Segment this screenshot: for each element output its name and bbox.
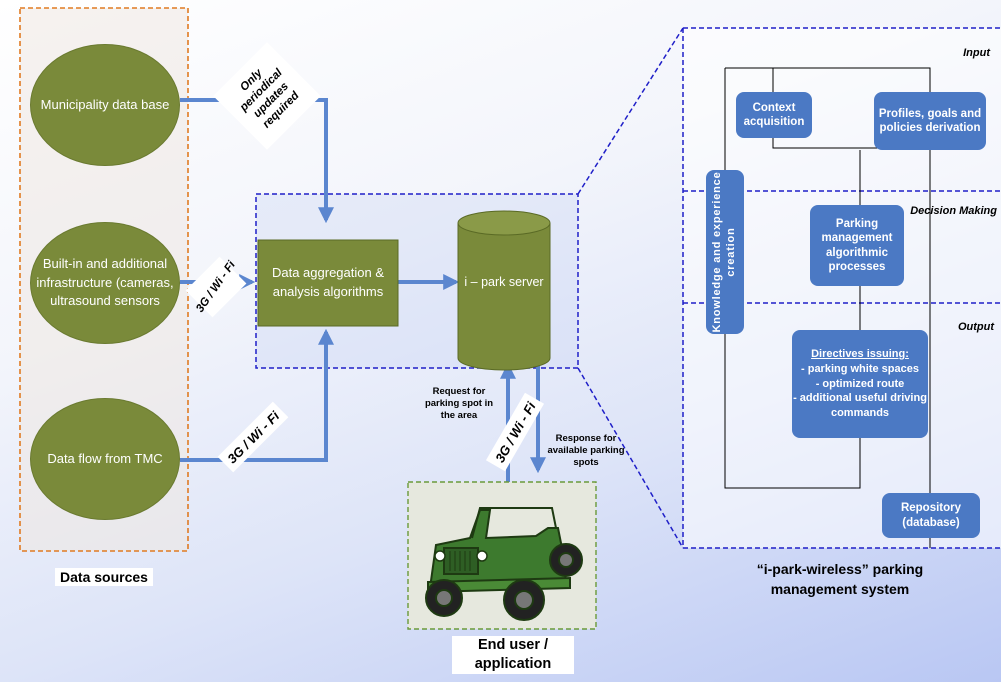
repository-box[interactable]: Repository (database) xyxy=(882,493,980,538)
periodic-diamond xyxy=(213,42,321,150)
parking-label: Parking management algorithmic processes xyxy=(821,217,893,273)
tmc-label: Data flow from TMC xyxy=(47,450,163,466)
system-caption: “i-park-wireless” parking management sys… xyxy=(756,561,924,597)
directives-box[interactable]: Directives issuing: - parking white spac… xyxy=(792,330,928,438)
aggregation-box xyxy=(257,239,399,327)
infrastructure-label: Built-in and additional infrastructure (… xyxy=(36,255,174,309)
request-label: Request for parking spot in the area xyxy=(424,386,494,421)
jeep-icon xyxy=(425,507,583,621)
output-section-label: Output xyxy=(957,321,994,333)
aggregation-label[interactable]: Data aggregation & analysis algorithms xyxy=(271,265,385,299)
directive-item: - additional useful driving commands xyxy=(793,392,927,420)
municipality-label: Municipality data base xyxy=(40,96,170,112)
profiles-box[interactable]: Profiles, goals and policies derivation xyxy=(874,92,986,150)
infrastructure-node[interactable]: Built-in and additional infrastructure (… xyxy=(30,222,180,344)
decision-section-label: Decision Making xyxy=(910,205,997,217)
repository-label: Repository (database) xyxy=(900,502,962,529)
knowledge-box[interactable]: Knowledge and experience creation xyxy=(706,170,744,334)
wifi-user-tag xyxy=(485,392,545,472)
input-section-label: Input xyxy=(963,47,990,59)
system-connectors xyxy=(724,67,931,548)
tmc-node[interactable]: Data flow from TMC xyxy=(30,398,180,520)
directives-title: Directives issuing: xyxy=(811,347,909,360)
directive-item: - optimized route xyxy=(815,377,905,390)
end-user-caption: End user / application xyxy=(452,636,574,674)
wifi-tmc-tag xyxy=(217,401,289,473)
response-label: Response for available parking spots xyxy=(547,433,625,468)
wifi-infra-tag xyxy=(185,256,247,318)
profiles-label: Profiles, goals and policies derivation xyxy=(878,107,982,134)
parking-algorithms-box[interactable]: Parking management algorithmic processes xyxy=(810,205,904,286)
server-cylinder xyxy=(457,210,551,371)
municipality-database-node[interactable]: Municipality data base xyxy=(30,44,180,166)
context-acquisition-box[interactable]: Context acquisition xyxy=(736,92,812,138)
data-sources-caption: Data sources xyxy=(55,568,153,587)
directive-item: - parking white spaces xyxy=(801,362,919,375)
server-label[interactable]: i – park server xyxy=(464,275,544,289)
knowledge-label: Knowledge and experience creation xyxy=(711,171,737,333)
context-label: Context acquisition xyxy=(743,101,805,128)
